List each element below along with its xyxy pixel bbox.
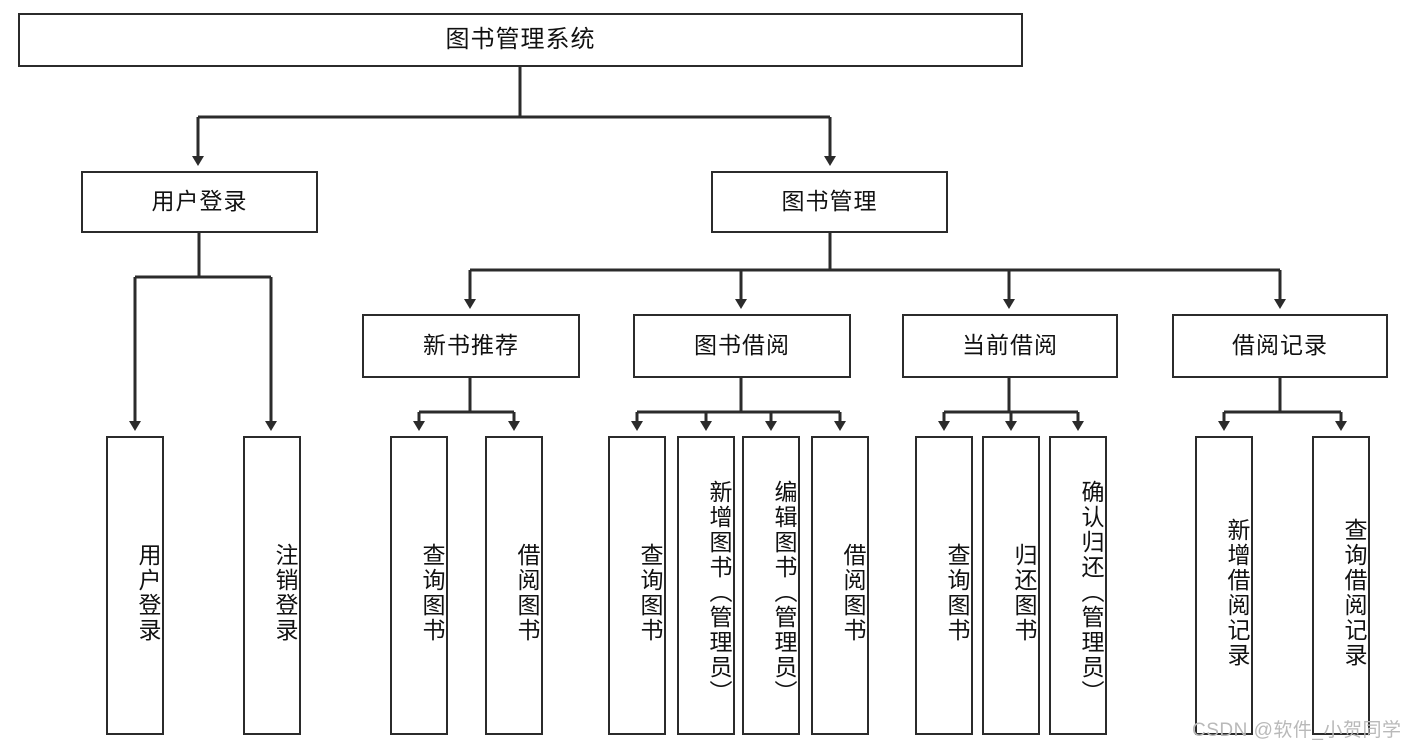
leaf-query-book-borrow[interactable]: 查询图书 bbox=[608, 436, 666, 735]
node-current-borrow[interactable]: 当前借阅 bbox=[902, 314, 1118, 378]
leaf-confirm-return-admin[interactable]: 确认归还（管理员） bbox=[1049, 436, 1107, 735]
leaf-edit-book-admin[interactable]: 编辑图书（管理员） bbox=[742, 436, 800, 735]
leaf-add-borrow-record[interactable]: 新增借阅记录 bbox=[1195, 436, 1253, 735]
leaf-query-book-new-recommend[interactable]: 查询图书 bbox=[390, 436, 448, 735]
node-book-borrow[interactable]: 图书借阅 bbox=[633, 314, 851, 378]
csdn-watermark: CSDN @软件_小贺同学 bbox=[1192, 720, 1402, 741]
leaf-user-login[interactable]: 用户登录 bbox=[106, 436, 164, 735]
leaf-borrow-book[interactable]: 借阅图书 bbox=[811, 436, 869, 735]
node-borrow-record[interactable]: 借阅记录 bbox=[1172, 314, 1388, 378]
leaf-query-borrow-record[interactable]: 查询借阅记录 bbox=[1312, 436, 1370, 735]
leaf-add-book-admin[interactable]: 新增图书（管理员） bbox=[677, 436, 735, 735]
node-root-book-management-system[interactable]: 图书管理系统 bbox=[18, 13, 1023, 67]
node-new-book-recommend[interactable]: 新书推荐 bbox=[362, 314, 580, 378]
leaf-logout[interactable]: 注销登录 bbox=[243, 436, 301, 735]
leaf-borrow-book-new-recommend[interactable]: 借阅图书 bbox=[485, 436, 543, 735]
leaf-query-book-current[interactable]: 查询图书 bbox=[915, 436, 973, 735]
node-user-login[interactable]: 用户登录 bbox=[81, 171, 318, 233]
node-book-management[interactable]: 图书管理 bbox=[711, 171, 948, 233]
leaf-return-book[interactable]: 归还图书 bbox=[982, 436, 1040, 735]
